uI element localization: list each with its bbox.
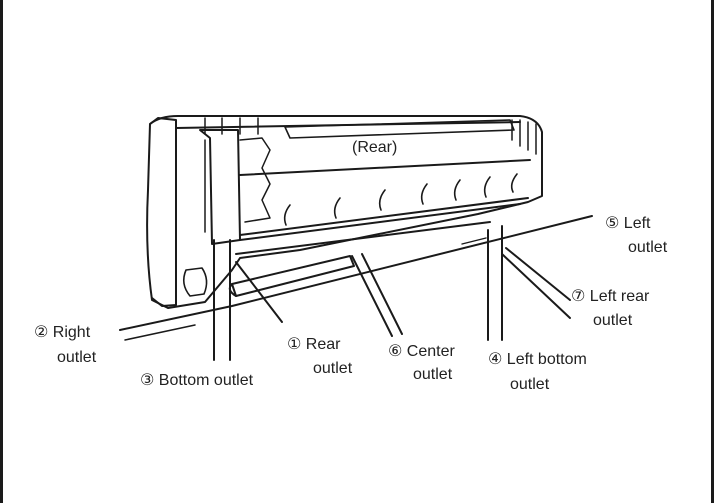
center-outlet-label-1: ⑥ Center (388, 343, 455, 360)
bottom-outlet-bar (213, 239, 231, 361)
lower-frame-2 (235, 221, 491, 255)
left-outlet-label-2: outlet (628, 239, 668, 256)
right-outlet-label-1: ② Right (34, 324, 91, 341)
rear-outlet-leader (235, 261, 283, 323)
grille-top (239, 159, 531, 176)
rear-label: (Rear) (352, 139, 398, 156)
left-border-rule (0, 0, 3, 503)
left-outlet-label-1: ⑤ Left (605, 215, 651, 232)
left-end-cover (149, 117, 177, 307)
rear-outlet-label-1: ① Rear (287, 336, 341, 353)
left-mechanism (239, 137, 271, 223)
center-outlet-leader (351, 253, 403, 337)
right-fins (511, 119, 537, 155)
drain-hose (231, 255, 355, 297)
left-bottom-outlet-bar (487, 225, 503, 341)
left-rear-outlet-label-1: ⑦ Left rear (571, 288, 650, 305)
left-fins (204, 117, 259, 135)
grille-bottom (239, 197, 529, 236)
wall-edge-line (124, 324, 196, 341)
left-bottom-outlet-label-2: outlet (510, 376, 550, 393)
rear-outlet-label-2: outlet (313, 360, 353, 377)
grille-clips (283, 173, 518, 226)
left-block (199, 129, 241, 245)
center-outlet-label-2: outlet (413, 366, 453, 383)
left-rear-outlet-label-2: outlet (593, 312, 633, 329)
left-bottom-outlet-label-1: ④ Left bottom (488, 351, 587, 368)
unit-body-outline (146, 115, 543, 309)
right-border-rule (711, 0, 714, 503)
bottom-outlet-label: ③ Bottom outlet (140, 372, 254, 389)
right-pipe-stub (182, 267, 208, 297)
left-rear-outlet-leader (501, 247, 571, 319)
right-outlet-label-2: outlet (57, 349, 97, 366)
coil-mark (461, 237, 489, 249)
lower-frame (239, 203, 521, 241)
upper-band-2 (284, 119, 515, 139)
